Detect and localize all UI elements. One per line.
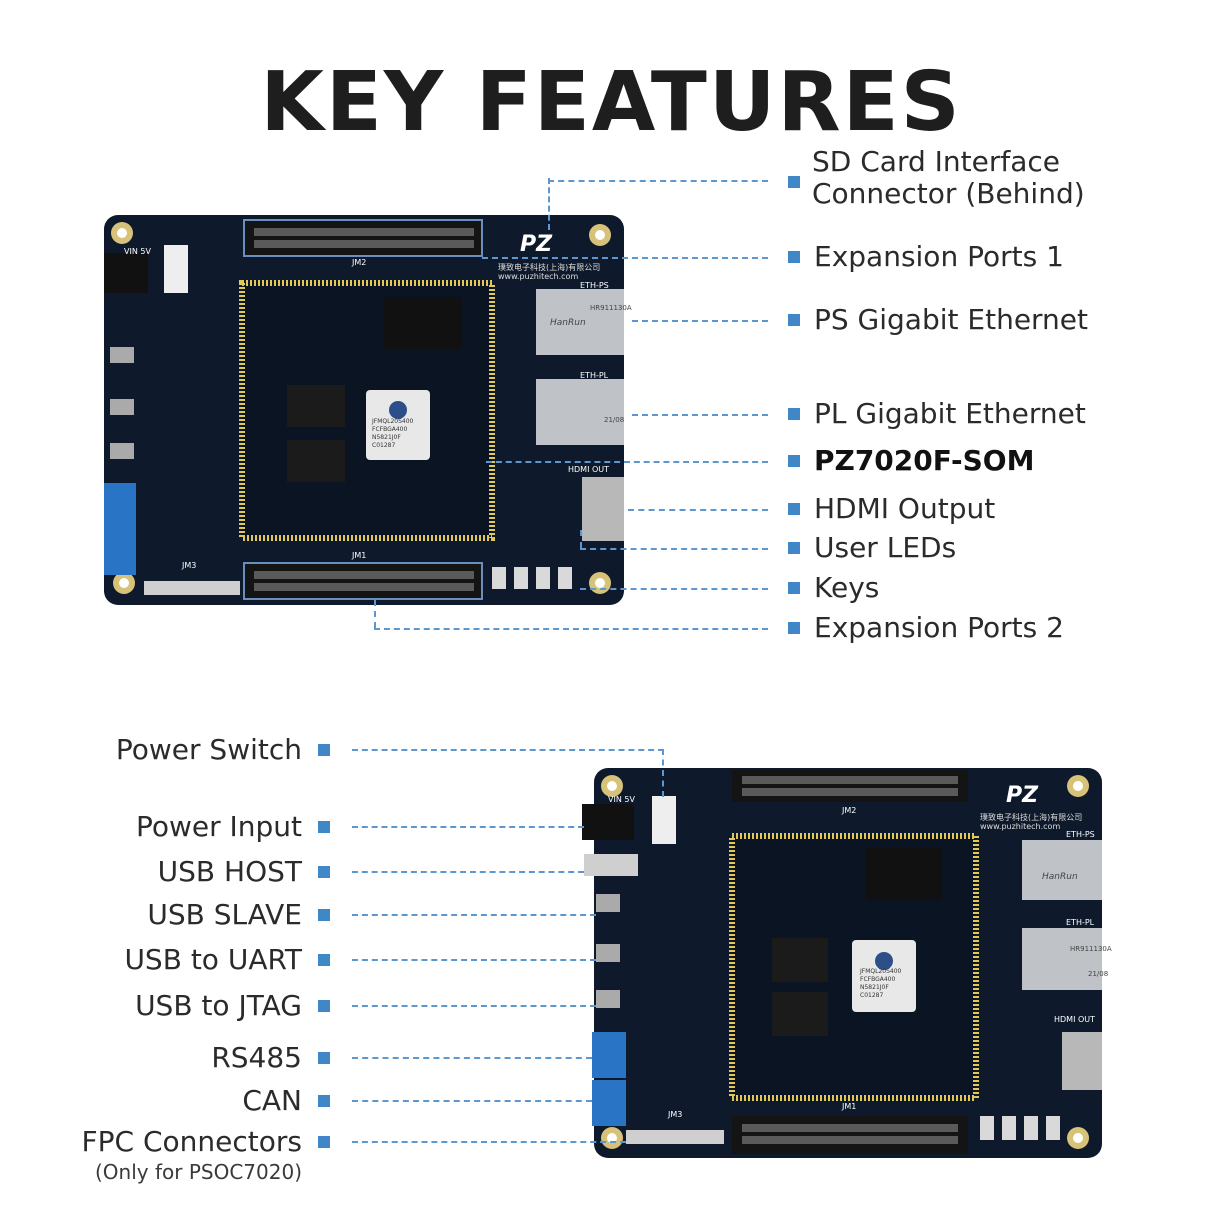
leader-rs485 — [352, 1057, 592, 1059]
bullet-keys — [788, 582, 800, 594]
leader-power-input — [352, 826, 584, 828]
pcb-bottom — [582, 768, 1104, 1158]
pcb-top — [104, 215, 628, 605]
bottom-board-hdmi-label: HDMI OUT — [1054, 1015, 1096, 1024]
top-board-jm3: JM3 — [182, 561, 197, 570]
bottom-board-image — [582, 768, 1104, 1158]
label-usb-to-jtag: USB to JTAG — [135, 989, 302, 1022]
label-sd-card-line2: Connector (Behind) — [812, 177, 1085, 210]
bottom-board-website: www.puzhitech.com — [980, 822, 1061, 831]
bottom-board-company: 璞致电子科技(上海)有限公司 — [980, 813, 1083, 822]
leader-usb-slave — [352, 914, 596, 916]
label-usb-to-uart: USB to UART — [124, 943, 302, 976]
bullet-som — [788, 455, 800, 467]
label-fpc-note: (Only for PSOC7020) — [95, 1160, 302, 1184]
top-board-jm2: JM2 — [352, 258, 367, 267]
label-expansion-ports-1: Expansion Ports 1 — [814, 240, 1064, 273]
top-board-eth-brand: HanRun — [550, 318, 586, 328]
bottom-board-eth-ps-label: ETH-PS — [1066, 830, 1095, 839]
bottom-board-chip-text: JFMQL20S400 FCFBGA400 N5821J0F C01287 — [860, 968, 902, 999]
bottom-board-brand-logo: PZ — [1006, 783, 1039, 808]
bottom-board-eth-code: 21/08 — [1088, 970, 1109, 978]
leader-leds-vertical — [580, 530, 582, 548]
leader-usb-uart — [352, 959, 596, 961]
label-power-switch: Power Switch — [115, 733, 302, 766]
label-ps-gigabit-ethernet: PS Gigabit Ethernet — [814, 303, 1089, 336]
bottom-board-eth-part: HR911130A — [1070, 945, 1112, 953]
label-power-input: Power Input — [135, 810, 302, 843]
bullet-power-switch — [318, 744, 330, 756]
leader-leds — [580, 548, 768, 550]
leader-som — [486, 461, 768, 463]
bullet-hdmi — [788, 503, 800, 515]
page-title: KEY FEATURES — [260, 55, 962, 150]
label-som: PZ7020F-SOM — [814, 444, 1035, 477]
top-board-eth-ps-label: ETH-PS — [580, 281, 609, 290]
top-board-eth-code: 21/08 — [604, 416, 625, 424]
label-sd-card: SD Card Interface — [812, 145, 1060, 178]
bottom-board-power-label: VIN 5V — [608, 795, 635, 804]
leader-expansion-1 — [482, 257, 768, 259]
leader-expansion-2 — [374, 628, 768, 630]
label-fpc-connectors: FPC Connectors — [81, 1125, 302, 1158]
top-board-eth-pl-label: ETH-PL — [580, 371, 609, 380]
top-board-image — [104, 215, 628, 605]
label-usb-slave: USB SLAVE — [147, 898, 302, 931]
bullet-expansion-1 — [788, 251, 800, 263]
leader-keys — [580, 588, 768, 590]
label-rs485: RS485 — [211, 1041, 302, 1074]
leader-sd-vertical — [548, 178, 550, 230]
label-can: CAN — [242, 1084, 302, 1117]
bottom-board-eth-brand: HanRun — [1042, 872, 1078, 882]
bottom-board-jm1: JM1 — [842, 1102, 857, 1111]
bullet-fpc — [318, 1136, 330, 1148]
bullet-leds — [788, 542, 800, 554]
bullet-usb-jtag — [318, 1000, 330, 1012]
bullet-pl-eth — [788, 408, 800, 420]
leader-usb-jtag — [352, 1005, 596, 1007]
bullet-power-input — [318, 821, 330, 833]
top-board-website: www.puzhitech.com — [498, 272, 579, 281]
top-board-company: 璞致电子科技(上海)有限公司 — [498, 263, 601, 272]
leader-usb-host — [352, 871, 584, 873]
bullet-expansion-2 — [788, 622, 800, 634]
bullet-usb-slave — [318, 909, 330, 921]
leader-expansion-2-vertical — [374, 600, 376, 628]
bottom-board-jm2: JM2 — [842, 806, 857, 815]
top-board-chip-text: JFMQL20S400 FCFBGA400 N5821J0F C01287 — [372, 418, 414, 449]
bullet-usb-host — [318, 866, 330, 878]
top-board-hdmi-label: HDMI OUT — [568, 465, 610, 474]
leader-pl-eth — [632, 414, 768, 416]
leader-hdmi — [628, 509, 768, 511]
top-board-brand-logo: PZ — [520, 232, 553, 257]
bullet-rs485 — [318, 1052, 330, 1064]
label-expansion-ports-2: Expansion Ports 2 — [814, 611, 1064, 644]
label-hdmi-output: HDMI Output — [814, 492, 996, 525]
top-board-power-label: VIN 5V — [124, 247, 151, 256]
bullet-usb-uart — [318, 954, 330, 966]
label-keys: Keys — [814, 571, 880, 604]
label-usb-host: USB HOST — [157, 855, 302, 888]
bullet-sd — [788, 176, 800, 188]
top-board-eth-part: HR911130A — [590, 304, 632, 312]
bullet-ps-eth — [788, 314, 800, 326]
leader-power-switch — [352, 749, 664, 751]
leader-fpc — [352, 1141, 626, 1143]
bullet-can — [318, 1095, 330, 1107]
label-user-leds: User LEDs — [814, 531, 957, 564]
leader-power-switch-vertical — [662, 749, 664, 797]
leader-can — [352, 1100, 592, 1102]
top-board-jm1: JM1 — [352, 551, 367, 560]
bottom-board-jm3: JM3 — [668, 1110, 683, 1119]
leader-ps-eth — [632, 320, 768, 322]
leader-sd — [548, 180, 768, 182]
label-pl-gigabit-ethernet: PL Gigabit Ethernet — [814, 397, 1086, 430]
bottom-board-eth-pl-label: ETH-PL — [1066, 918, 1095, 927]
